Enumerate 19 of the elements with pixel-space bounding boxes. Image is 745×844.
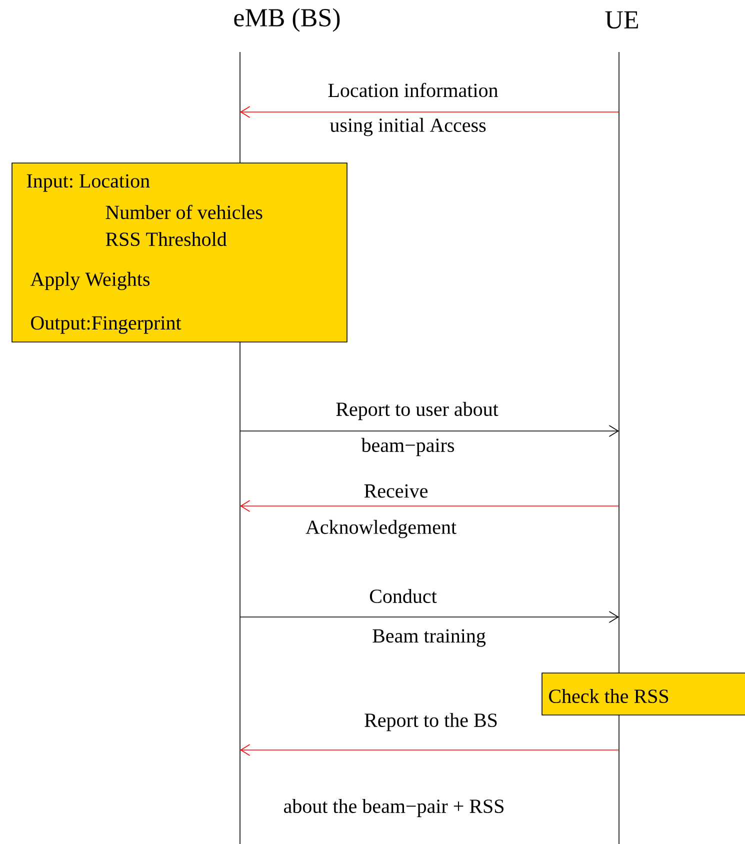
message-label: Acknowledgement [304, 518, 458, 540]
action-box: Check the RSS [542, 672, 745, 716]
edge-label: Location information [326, 82, 500, 98]
edge-label: Receive [362, 483, 430, 499]
edge-label: Report to the BS [363, 712, 499, 732]
edge-label: Report to user about [334, 400, 500, 422]
edge-label: Conduct [368, 588, 438, 604]
process-box: Input: Location Number of vehicles RSS Threshold Apply Weights Output:Fingerprint [12, 162, 348, 342]
participant-label: eMB (BS) [234, 8, 340, 32]
message-arrow [240, 106, 620, 118]
message-label: Beam training [371, 628, 487, 648]
message-arrow [240, 425, 619, 437]
message-arrow [240, 744, 620, 756]
message-label: about the beam−pair + RSS [282, 798, 506, 818]
message-arrow [240, 611, 619, 623]
message-label: using initial Access [328, 116, 488, 138]
message-arrow [240, 500, 620, 512]
message-label: beam−pairs [360, 436, 456, 458]
participant-label: UE [605, 11, 638, 29]
